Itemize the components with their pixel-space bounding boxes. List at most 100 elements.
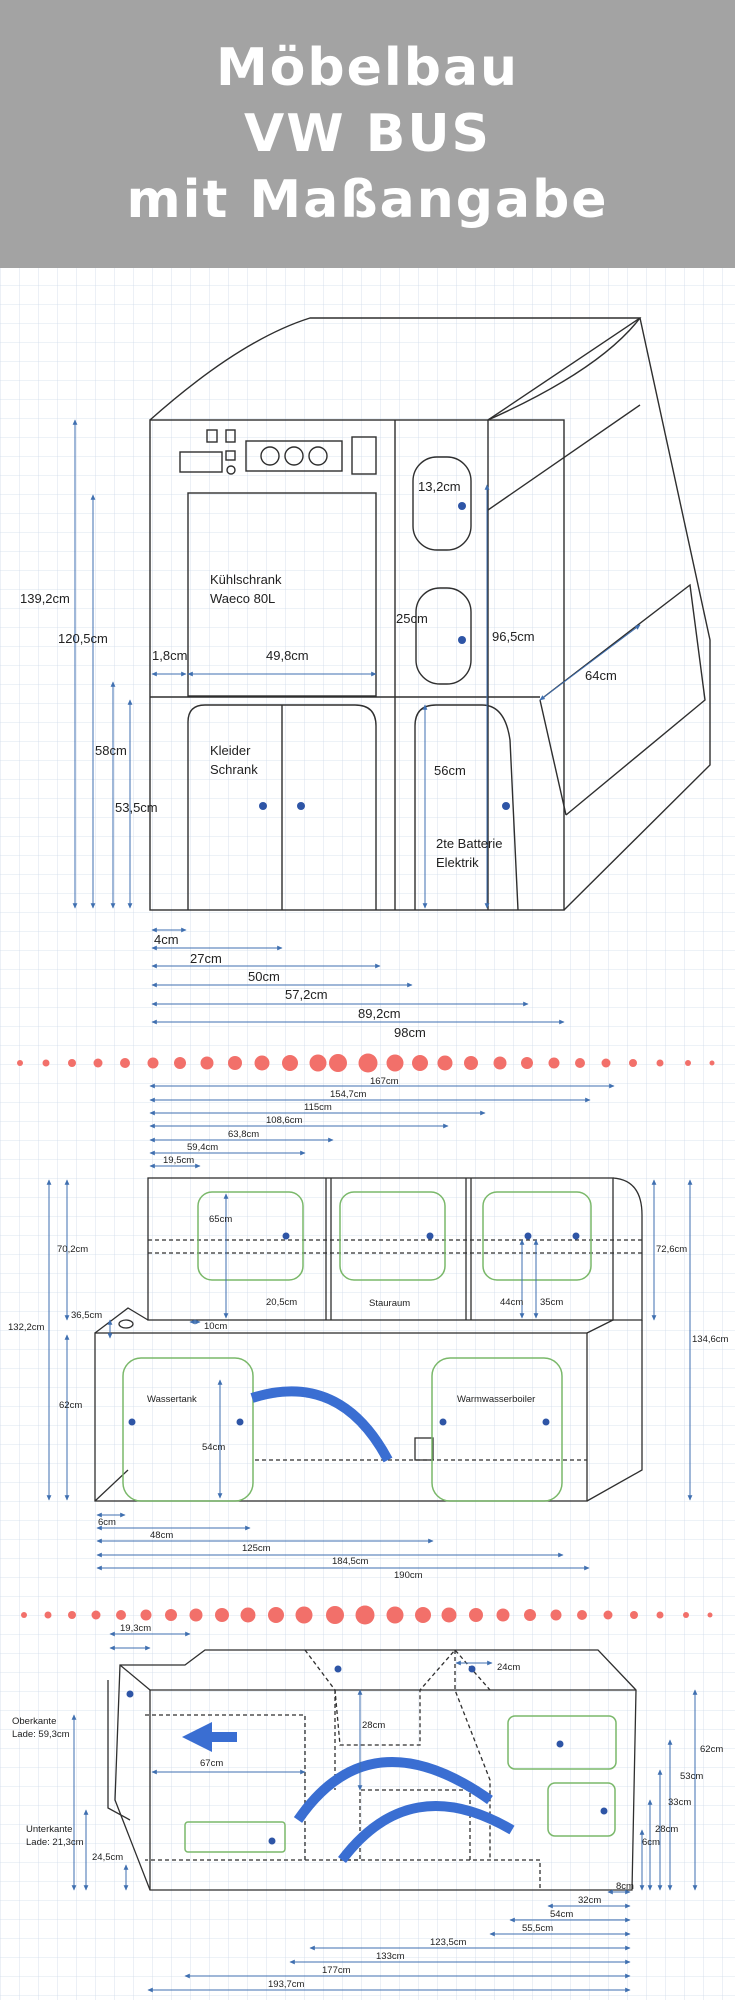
dim-label: 24cm xyxy=(497,1662,520,1673)
dim-label: 56cm xyxy=(434,763,466,778)
section-3-green-panels xyxy=(184,1715,617,1853)
dim-label: 54cm xyxy=(202,1442,225,1453)
unit-dividers xyxy=(150,420,540,910)
arrow-left-icon xyxy=(182,1722,237,1752)
dim-label: 8cm xyxy=(616,1881,634,1892)
knob-icon xyxy=(458,502,466,510)
wardrobe-door xyxy=(187,704,377,910)
dim-label: 10cm xyxy=(204,1321,227,1332)
dim-label: 6cm xyxy=(98,1517,116,1528)
round-cutout-top xyxy=(412,456,472,551)
knob-icon xyxy=(426,1232,434,1240)
knob-icon xyxy=(334,1665,342,1673)
fridge-cutout xyxy=(187,492,377,697)
title-banner: Möbelbau VW BUS mit Maßangabe xyxy=(0,0,735,268)
switch-panel xyxy=(245,440,343,472)
knob-icon xyxy=(268,1837,276,1845)
section-2-storage-unit xyxy=(94,1177,643,1502)
storage-label: Stauraum xyxy=(369,1298,410,1309)
separator-dots-1 xyxy=(17,1053,715,1073)
dim-label: 6cm xyxy=(642,1837,660,1848)
boiler-label: Warmwasserboiler xyxy=(457,1394,535,1405)
upper-edge-value: Lade: 59,3cm xyxy=(12,1729,70,1740)
watertank-label: Wassertank xyxy=(147,1394,197,1405)
knob-icon xyxy=(297,802,305,810)
dim-label: 177cm xyxy=(322,1965,351,1976)
dim-label: 25cm xyxy=(396,611,428,626)
knob-icon xyxy=(502,802,510,810)
round-cutout-middle xyxy=(415,587,472,685)
section-3-drawer-unit xyxy=(107,1649,637,1891)
knob-icon xyxy=(468,1665,476,1673)
fridge-model-label: Waeco 80L xyxy=(210,591,275,606)
dim-label: 62cm xyxy=(59,1400,82,1411)
upper-edge-label: Oberkante xyxy=(12,1716,56,1727)
lower-box xyxy=(94,1332,588,1502)
dim-label: 65cm xyxy=(209,1214,232,1225)
dim-label: 53cm xyxy=(680,1771,703,1782)
knob-icon xyxy=(259,802,267,810)
dim-label: 24,5cm xyxy=(92,1852,123,1863)
battery-label-2: Elektrik xyxy=(436,855,479,870)
dim-label: 98cm xyxy=(394,1025,426,1040)
dim-label: 48cm xyxy=(150,1530,173,1541)
dim-label: 67cm xyxy=(200,1758,223,1769)
dim-label: 89,2cm xyxy=(358,1006,401,1021)
wheel-arch-shape xyxy=(250,1386,393,1463)
dim-label: 19,3cm xyxy=(120,1623,151,1634)
dim-label: 139,2cm xyxy=(20,591,70,606)
dim-label: 28cm xyxy=(655,1824,678,1835)
knob-icon xyxy=(524,1232,532,1240)
lower-edge-value: Lade: 21,3cm xyxy=(26,1837,84,1848)
title-line-3: mit Maßangabe xyxy=(126,170,609,230)
knob-icon xyxy=(126,1690,134,1698)
dim-label: 54cm xyxy=(550,1909,573,1920)
dim-label: 27cm xyxy=(190,951,222,966)
side-panel-line xyxy=(487,404,641,511)
dim-label: 70,2cm xyxy=(57,1244,88,1255)
knob-icon xyxy=(236,1418,244,1426)
dim-label: 108,6cm xyxy=(266,1115,303,1126)
separator-dots-2 xyxy=(21,1605,713,1625)
dim-label: 133cm xyxy=(376,1951,405,1962)
title-line-1: Möbelbau xyxy=(215,38,520,98)
dim-label: 50cm xyxy=(248,969,280,984)
knob-icon xyxy=(282,1232,290,1240)
dim-label: 33cm xyxy=(668,1797,691,1808)
dim-label: 184,5cm xyxy=(332,1556,369,1567)
section-1-dimension-lines xyxy=(72,419,641,1025)
fridge-label: Kühlschrank xyxy=(210,572,282,587)
knob-icon xyxy=(439,1418,447,1426)
dim-label: 35cm xyxy=(540,1297,563,1308)
control-box xyxy=(179,451,223,473)
dim-label: 64cm xyxy=(585,668,617,683)
dim-label: 4cm xyxy=(154,932,179,947)
knob-icon xyxy=(542,1418,550,1426)
dim-label: 72,6cm xyxy=(656,1244,687,1255)
grid-background xyxy=(0,268,735,2000)
dim-label: 62cm xyxy=(700,1744,723,1755)
dim-label: 63,8cm xyxy=(228,1129,259,1140)
dim-label: 167cm xyxy=(370,1076,399,1087)
battery-door xyxy=(414,704,519,911)
knob-icon xyxy=(572,1232,580,1240)
dim-label: 96,5cm xyxy=(492,629,535,644)
wardrobe-label-2: Schrank xyxy=(210,762,258,777)
knob-icon xyxy=(600,1807,608,1815)
dim-label: 53,5cm xyxy=(115,800,158,815)
dim-label: 19,5cm xyxy=(163,1155,194,1166)
dim-label: 120,5cm xyxy=(58,631,108,646)
section-2-dimension-lines xyxy=(46,1083,693,1571)
dim-label: 154,7cm xyxy=(330,1089,367,1100)
lower-edge-label: Unterkante xyxy=(26,1824,72,1835)
dim-label: 32cm xyxy=(578,1895,601,1906)
title-line-2: VW BUS xyxy=(243,104,491,164)
dim-label: 115cm xyxy=(304,1102,332,1113)
dim-label: 58cm xyxy=(95,743,127,758)
upper-cabinets xyxy=(147,1177,614,1321)
dim-label: 125cm xyxy=(242,1543,271,1554)
dim-label: 13,2cm xyxy=(418,479,461,494)
dim-label: 190cm xyxy=(394,1570,423,1581)
dim-label: 134,6cm xyxy=(692,1334,729,1345)
